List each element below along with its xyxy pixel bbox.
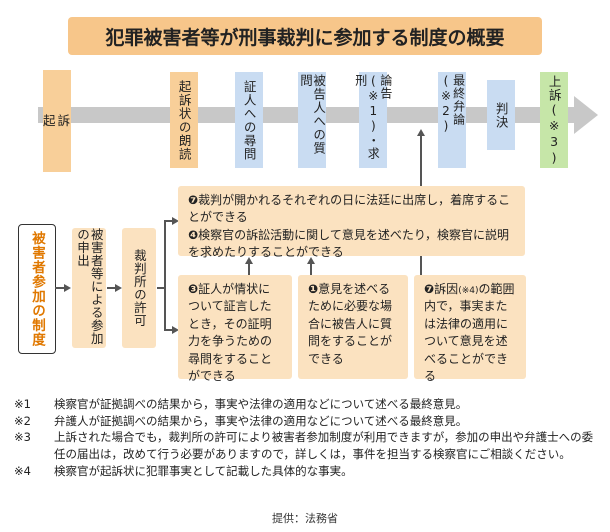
rights-box-general: ❼裁判が開かれるそれぞれの日に法廷に出席し，着席することができる ❹検察官の訴訟… [178, 186, 525, 259]
connector-line [164, 220, 173, 222]
connector-arrowhead [172, 217, 179, 225]
timeline-arrowhead [574, 96, 598, 134]
stage-kisojo-rodoku: 起訴状の朗読 [170, 72, 198, 168]
connector-line [248, 262, 250, 275]
connector-arrowhead [172, 326, 179, 334]
connector-line [310, 262, 312, 275]
stage-ronkoku-kyukei: 論告(※1)・求刑 [354, 72, 393, 168]
connector-line [107, 287, 117, 289]
page-title: 犯罪被害者等が刑事裁判に参加する制度の概要 [68, 17, 542, 55]
stage-joso: 上訴(※3) [540, 72, 568, 168]
participation-system-label: 被害者参加の制度 [18, 224, 56, 354]
right-item-attend: ❼裁判が開かれるそれぞれの日に法廷に出席し，着席することができる [188, 193, 511, 225]
stage-kiso-top: 起 [43, 113, 57, 129]
connector-arrowhead [115, 284, 122, 292]
stage-hikokunin-shitsumon: 被告人への質問 [298, 72, 326, 168]
step-court-permission: 裁判所の許可 [122, 228, 156, 348]
connector-line [164, 329, 173, 331]
stage-hanketsu: 判決 [487, 80, 515, 150]
connector-arrowhead [307, 257, 315, 264]
connector-arrowhead [245, 257, 253, 264]
stage-kiso-bottom: 訴 [57, 113, 71, 129]
connector-line [157, 287, 165, 289]
step-participation-application: 被害者等による参加の申出 [72, 228, 106, 348]
right-item-witness-questioning: ❸証人が情状について証言したとき，その証明力を争うための尋問をすることができる [178, 275, 292, 383]
stage-saishu-benron: 最終弁論(※2) [438, 72, 466, 168]
connector-line [164, 220, 166, 331]
right-item-final-opinion: ❼訴因(※4)の範囲内で，事実または法律の適用について意見を述べることができる [414, 275, 526, 383]
right-item-prosecutor-opinion: ❹検察官の訴訟活動に関して意見を述べたり，検察官に説明を求めたりすることができる [188, 227, 509, 260]
connector-arrowhead [417, 129, 425, 136]
credit-text: 提供：法務省 [272, 512, 338, 525]
stage-shonin-jinmon: 証人への尋問 [235, 72, 263, 168]
connector-line [55, 287, 66, 289]
stage-kiso: 起 訴 [43, 70, 71, 172]
connector-arrowhead [64, 284, 71, 292]
right-item-defendant-questioning: ❶意見を述べるために必要な場合に被告人に質問をすることができる [298, 275, 408, 379]
